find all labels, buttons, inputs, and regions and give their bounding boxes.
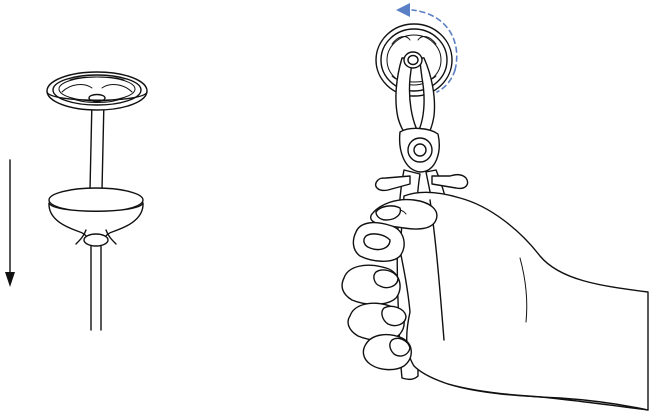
rod-with-discs <box>46 71 148 331</box>
rod-upper <box>89 99 105 191</box>
arrow-down-icon <box>5 159 15 287</box>
fingers <box>341 221 412 371</box>
hand <box>341 191 649 411</box>
top-disc <box>46 71 148 111</box>
lower-disc <box>48 187 144 247</box>
rod-lower <box>90 239 102 331</box>
rotate-ccw-icon <box>396 3 458 93</box>
